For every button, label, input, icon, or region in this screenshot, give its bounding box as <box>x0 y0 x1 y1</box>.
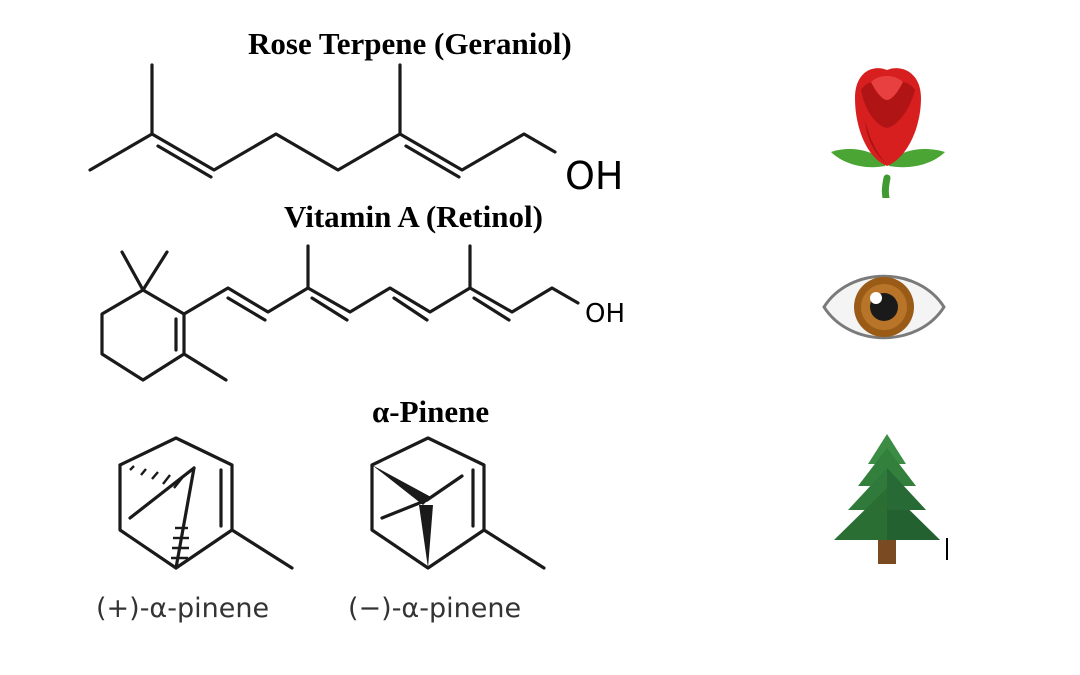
plus-pinene-caption: (+)-α-pinene <box>96 593 270 624</box>
rose-icon <box>831 68 945 198</box>
pinene-title: α-Pinene <box>372 394 490 429</box>
minus-pinene-caption: (−)-α-pinene <box>348 593 522 624</box>
geraniol-title: Rose Terpene (Geraniol) <box>248 26 572 61</box>
pine-tree-icon <box>834 434 940 564</box>
plus-pinene-structure <box>118 436 294 570</box>
eye-icon <box>822 274 946 340</box>
geraniol-oh-label: OH <box>565 154 623 198</box>
retinol-structure: OH <box>100 244 625 382</box>
retinol-title: Vitamin A (Retinol) <box>284 199 543 234</box>
minus-pinene-structure <box>370 436 546 570</box>
geraniol-structure: OH <box>88 63 623 198</box>
retinol-oh-label: OH <box>585 299 625 329</box>
text-cursor <box>946 538 948 560</box>
